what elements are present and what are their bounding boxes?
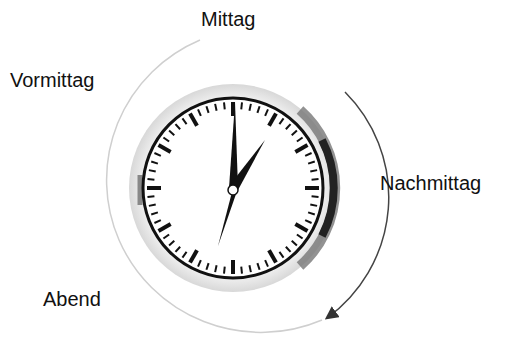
tick-mark	[231, 260, 235, 274]
time-of-day-label: Abend	[43, 289, 101, 309]
tick-mark	[257, 106, 259, 113]
hour-hand	[229, 140, 265, 192]
tick-mark	[265, 109, 268, 115]
tick-mark	[249, 265, 250, 272]
tick-mark	[223, 102, 226, 109]
tick-mark	[151, 161, 158, 163]
tick-mark	[292, 241, 297, 246]
tick-mark	[240, 267, 243, 274]
tick-mark	[312, 195, 319, 198]
tick-mark	[305, 153, 311, 156]
tick-mark	[305, 186, 319, 190]
tick-mark	[310, 170, 317, 171]
tick-mark	[295, 224, 307, 231]
tick-mark	[149, 170, 156, 171]
tick-mark	[159, 145, 171, 152]
tick-mark	[169, 241, 174, 246]
tick-mark	[169, 130, 174, 135]
tick-mark	[154, 220, 160, 223]
tick-mark	[159, 224, 171, 231]
tick-mark	[295, 145, 307, 152]
tick-mark	[240, 102, 243, 109]
tick-mark	[154, 153, 160, 156]
tick-mark	[206, 263, 208, 270]
tick-mark	[223, 267, 226, 274]
tick-mark	[182, 118, 186, 124]
tick-mark	[297, 137, 303, 141]
tick-mark	[269, 250, 276, 262]
tick-mark	[147, 186, 161, 190]
time-of-day-label: Vormittag	[10, 70, 94, 90]
hand-tail	[218, 192, 236, 246]
tick-mark	[206, 106, 208, 113]
tick-mark	[297, 234, 303, 238]
tick-mark	[269, 114, 276, 126]
tick-mark	[292, 130, 297, 135]
tick-mark	[310, 204, 317, 205]
tick-mark	[215, 265, 216, 272]
hand-pivot	[228, 185, 238, 195]
tick-mark	[257, 263, 259, 270]
tick-mark	[279, 252, 283, 258]
tick-mark	[249, 104, 250, 111]
tick-mark	[190, 114, 197, 126]
tick-mark	[265, 260, 268, 266]
tick-mark	[215, 104, 216, 111]
tick-mark	[163, 234, 169, 238]
tick-marks	[147, 102, 319, 274]
time-of-day-label: Mittag	[201, 9, 255, 29]
tick-mark	[279, 118, 283, 124]
time-of-day-label: Nachmittag	[380, 173, 481, 193]
tick-mark	[286, 124, 291, 129]
tick-mark	[308, 161, 315, 163]
tick-mark	[198, 109, 201, 115]
tick-mark	[151, 212, 158, 214]
tick-mark	[175, 247, 180, 252]
tick-mark	[190, 250, 197, 262]
tick-mark	[198, 260, 201, 266]
tick-mark	[312, 178, 319, 181]
tick-mark	[163, 137, 169, 141]
tick-mark	[305, 220, 311, 223]
clock-ring	[129, 84, 337, 292]
tick-mark	[182, 252, 186, 258]
tick-mark	[286, 247, 291, 252]
tick-mark	[147, 178, 154, 181]
clock-dial	[143, 98, 323, 278]
tick-mark	[175, 124, 180, 129]
tick-mark	[308, 212, 315, 214]
tick-mark	[147, 195, 154, 198]
tick-mark	[149, 204, 156, 205]
